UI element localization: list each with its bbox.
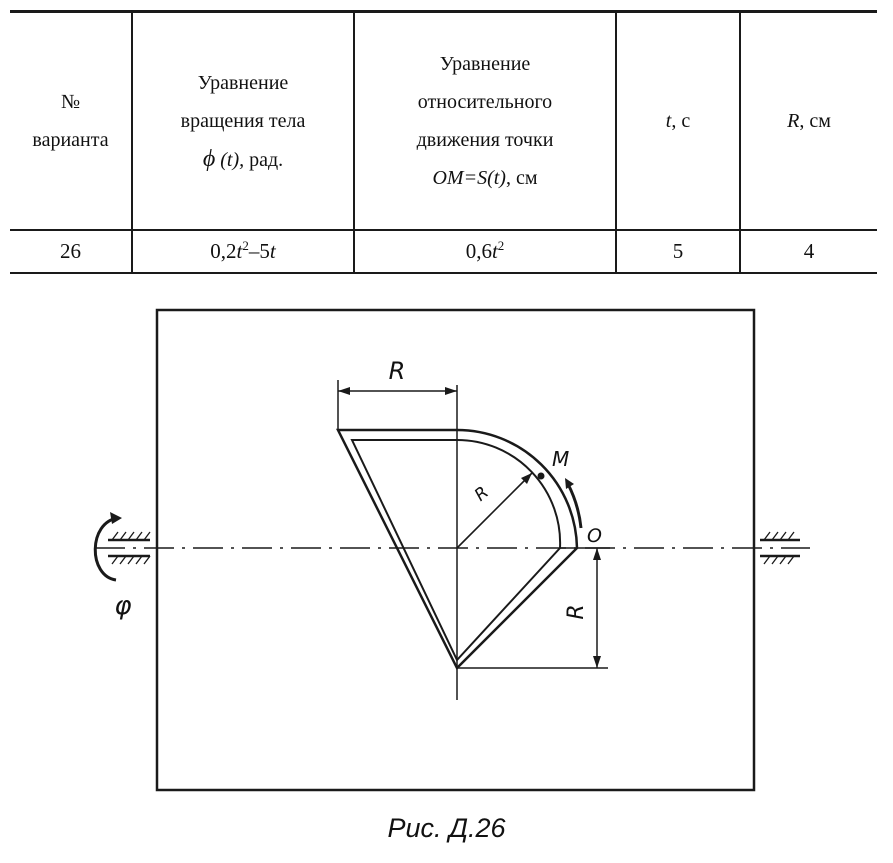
- label-M: M: [552, 447, 569, 471]
- header-relative-line1: Уравнение: [439, 53, 531, 75]
- phi-unit: рад.: [249, 148, 284, 171]
- arrow-up: [593, 548, 601, 560]
- figure-caption: Рис. Д.26: [387, 813, 506, 843]
- header-time: t, с: [615, 10, 741, 231]
- figure-frame: [155, 308, 756, 792]
- header-rotation: Уравнение вращения тела ϕ (t), рад.: [131, 10, 355, 231]
- radius-symbol: R: [787, 110, 800, 132]
- phi-arg: (t),: [220, 148, 245, 171]
- phi-symbol: ϕ: [202, 145, 216, 172]
- motion-arrowhead: [565, 478, 574, 489]
- rotation-arrow: [93, 516, 119, 582]
- rot-t2: t: [269, 239, 276, 263]
- rot-t1: t: [236, 239, 243, 263]
- relative-formula: OM=S(t): [432, 167, 506, 189]
- rel-t: t: [491, 239, 498, 263]
- variant-table: № варианта Уравнение вращения тела ϕ (t)…: [10, 10, 877, 274]
- body-outer: [335, 428, 579, 671]
- radius-arrowhead: [521, 473, 532, 484]
- cell-time: 5: [615, 229, 741, 274]
- header-variant-line2: варианта: [32, 129, 109, 151]
- header-variant-line1: №: [60, 91, 81, 113]
- header-variant: № варианта: [10, 10, 133, 231]
- label-R-side: R: [564, 604, 589, 619]
- right-bearing: [760, 531, 800, 565]
- rotation-arrowhead: [110, 512, 122, 524]
- rel-exp: 2: [497, 238, 505, 253]
- header-relative-line3: движения точки: [416, 129, 554, 151]
- rot-coef: 0,2: [210, 239, 237, 263]
- time-symbol: t: [665, 110, 672, 132]
- label-R-top: R: [389, 357, 406, 385]
- cell-rotation: 0,2t2–5t: [131, 229, 355, 274]
- time-unit: , с: [671, 110, 691, 132]
- radius-unit: , см: [799, 110, 831, 132]
- header-relative: Уравнение относительного движения точки …: [353, 10, 617, 231]
- label-O: O: [587, 525, 602, 547]
- header-rotation-line2: вращения тела: [180, 109, 306, 132]
- mechanism-figure: R R M O R φ: [93, 308, 810, 792]
- table-header-row: № варианта Уравнение вращения тела ϕ (t)…: [10, 10, 877, 231]
- body-inner: [350, 438, 562, 662]
- cell-relative: 0,6t2: [353, 229, 617, 274]
- rot-b: –5: [248, 239, 270, 263]
- header-radius: R, см: [739, 10, 877, 231]
- table-row: 26 0,2t2–5t 0,6t2 5 4: [10, 229, 877, 274]
- rot-exp: 2: [242, 238, 249, 253]
- arrow-left: [338, 387, 350, 395]
- label-phi: φ: [114, 591, 131, 621]
- point-M: [537, 472, 545, 480]
- cell-radius: 4: [739, 229, 877, 274]
- header-relative-line2: относительного: [417, 91, 553, 113]
- left-bearing: [108, 531, 151, 565]
- radius-line: [456, 472, 533, 549]
- cell-variant: 26: [10, 229, 133, 274]
- arrow-right: [445, 387, 457, 395]
- label-R-inner: R: [471, 483, 493, 506]
- rel-coef: 0,6: [465, 239, 492, 263]
- header-rotation-line1: Уравнение: [197, 71, 289, 94]
- arrow-down: [593, 656, 601, 668]
- relative-unit: , см: [505, 167, 538, 189]
